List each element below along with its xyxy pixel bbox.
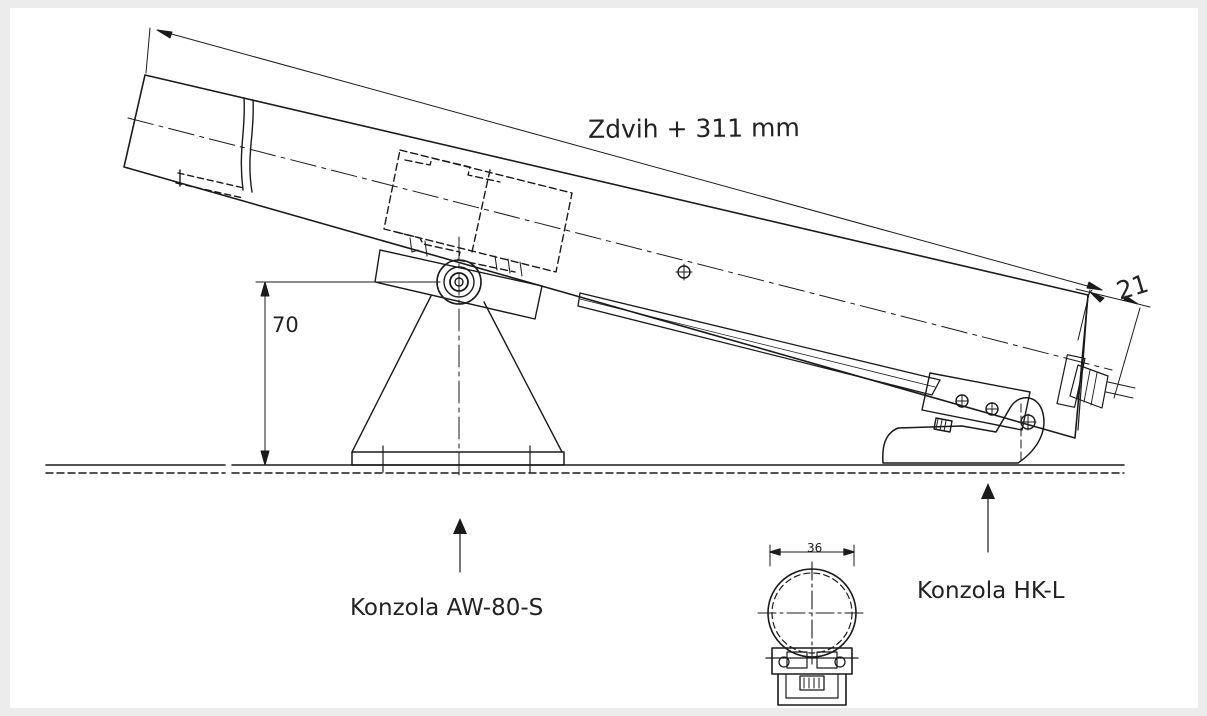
cross-section-detail: [757, 544, 867, 706]
arrow-aw-80-s: [453, 518, 467, 573]
bracket-hk-l: [882, 372, 1045, 464]
dimension-offset: [1075, 288, 1151, 399]
technical-drawing: [45, 27, 1151, 706]
tube-diameter-label: 36: [807, 541, 823, 555]
height-dimension-label: 70: [272, 313, 299, 337]
actuator-tube: [123, 74, 1113, 439]
cable-gland: [1069, 364, 1136, 409]
bracket-left-label: Konzola AW-80-S: [350, 595, 544, 621]
floor-line: [45, 464, 1125, 474]
arrow-hk-l: [981, 483, 995, 553]
stroke-dimension-label: Zdvih + 311 mm: [587, 113, 800, 144]
bracket-aw-80-s: [351, 236, 565, 479]
pivot-carriage-hidden: [383, 149, 573, 273]
dimension-height: [255, 281, 441, 466]
dimension-stroke: [145, 27, 1103, 296]
bracket-right-label: Konzola HK-L: [917, 578, 1065, 604]
guide-rail: [577, 292, 941, 396]
drawing-sheet: Zdvih + 311 mm 70 21 36 Konzola AW-80-S …: [10, 8, 1198, 708]
